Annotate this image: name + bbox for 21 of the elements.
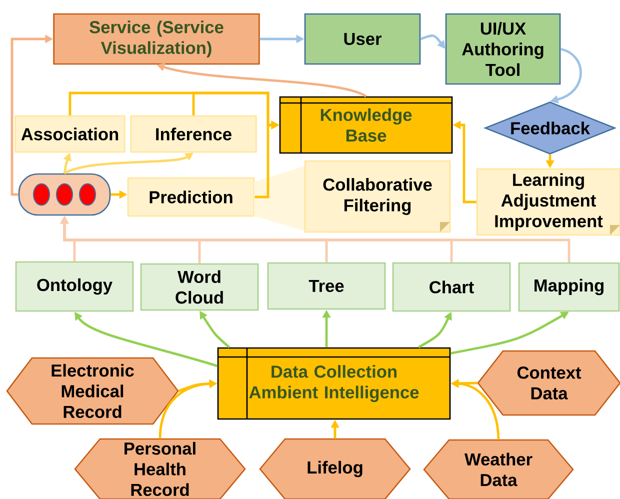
note-box: Learning Adjustment Improvement — [476, 168, 620, 236]
callout-note: Collaborative Filtering — [254, 160, 451, 233]
user-box: User — [304, 13, 421, 65]
method-box: Ontology — [15, 261, 134, 312]
method-box: Mapping — [518, 262, 620, 312]
tool-box: UI/UX Authoring Tool — [445, 13, 561, 85]
method-box: Tree — [267, 262, 386, 310]
service-box: Service (Service Visualization) — [53, 13, 260, 65]
process-box: Association — [14, 115, 126, 153]
data-collection-box: Data Collection Ambient Intelligence — [217, 347, 451, 420]
source-hexagon: Lifelog — [259, 438, 411, 499]
method-box: Chart — [392, 262, 511, 312]
process-box: Inference — [130, 115, 257, 153]
source-hexagon: Personal Health Record — [74, 438, 246, 499]
source-hexagon: Weather Data — [423, 439, 574, 499]
knowledge-base-box: Knowledge Base — [279, 96, 453, 154]
process-box: Prediction — [127, 177, 255, 217]
method-box: Word Cloud — [140, 263, 259, 311]
source-hexagon: Context Data — [477, 350, 620, 416]
dots-box — [18, 173, 111, 216]
source-hexagon: Electronic Medical Record — [6, 357, 179, 425]
